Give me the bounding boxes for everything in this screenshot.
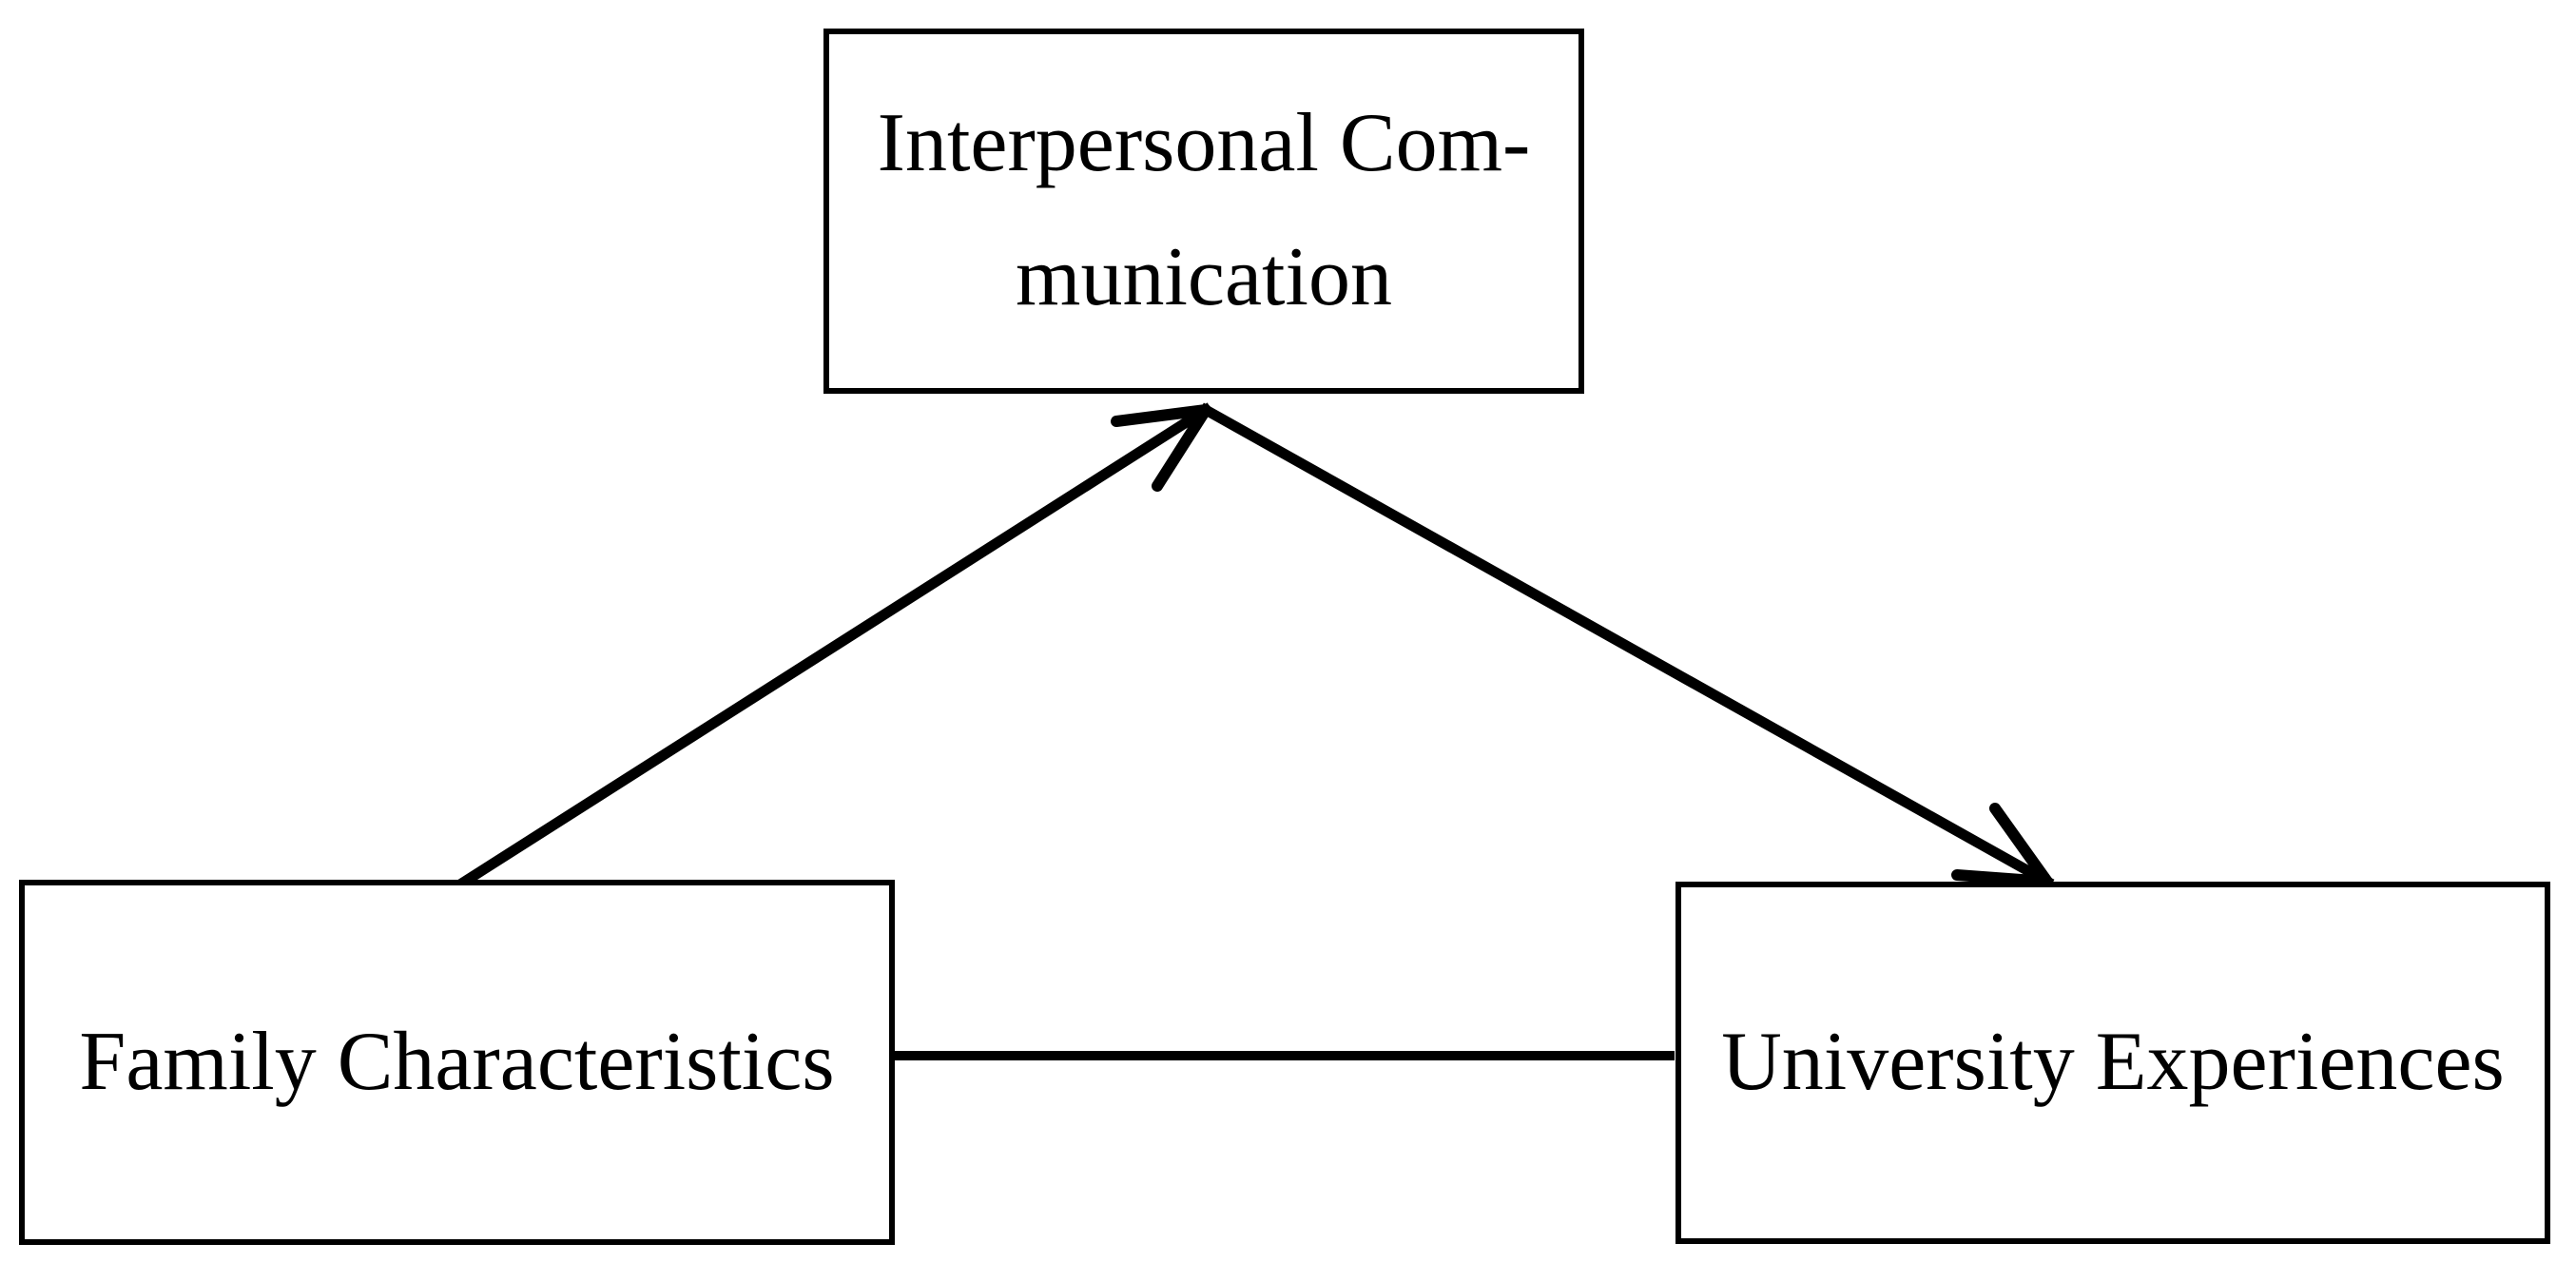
arrow-communication-to-university [1198,402,2055,889]
node-interpersonal-communication: Interpersonal Com- munication [823,29,1584,394]
edge-line [1198,402,2055,889]
node-label-line-1: Interpersonal Com- [877,97,1531,190]
node-label: University Experiences [1721,1016,2505,1109]
node-university-experiences: University Experiences [1675,882,2550,1244]
node-label: Family Characteristics [79,1015,835,1108]
arrowhead-icon [1111,404,1211,492]
arrow-family-to-communication [455,402,1213,890]
arrowhead-icon [1951,803,2053,887]
edge-line [455,402,1213,890]
node-family-characteristics: Family Characteristics [19,880,895,1245]
node-label-line-2: munication [1016,231,1392,323]
